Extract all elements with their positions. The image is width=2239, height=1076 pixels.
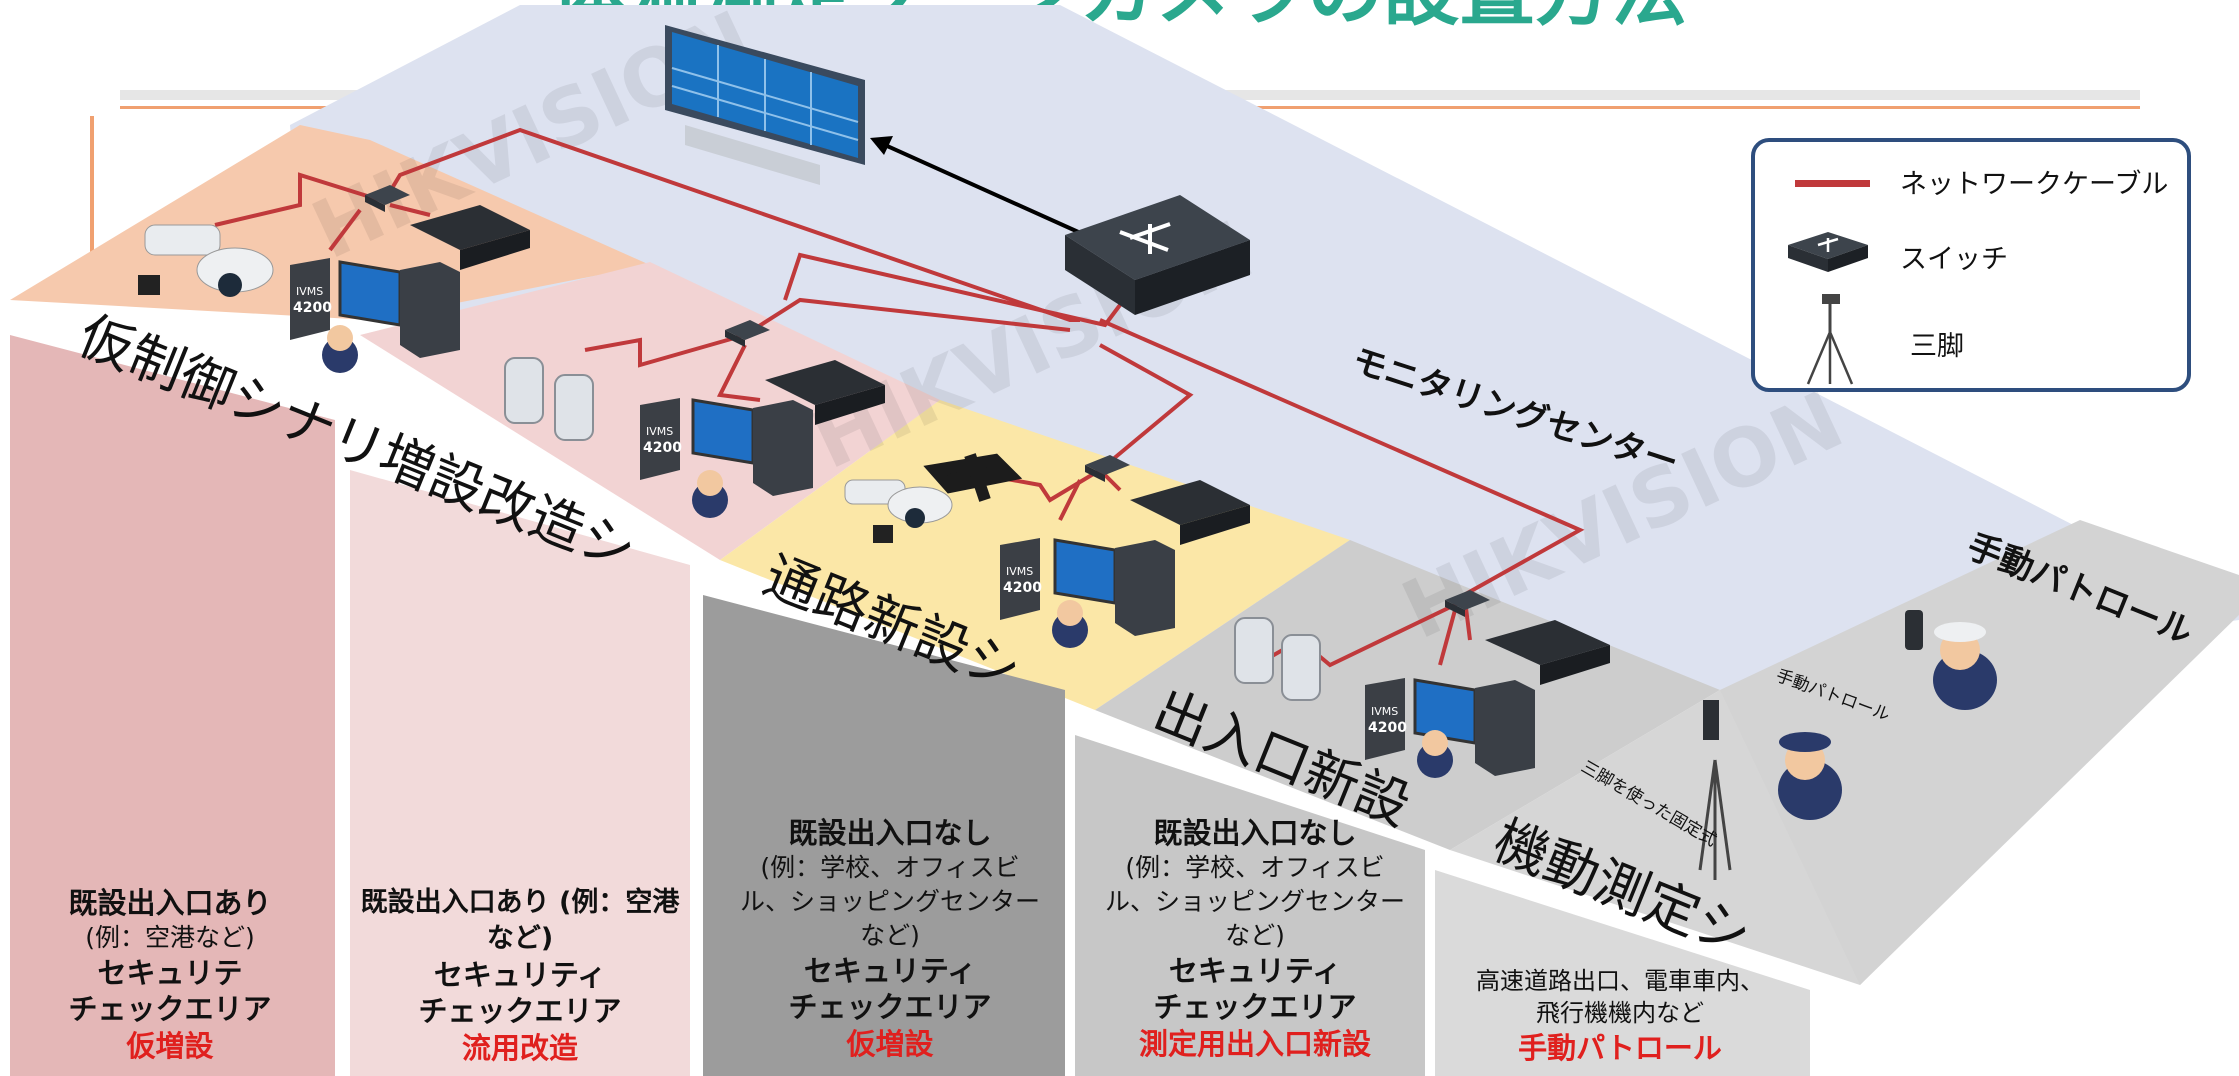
- thermal-camera-icon: [138, 224, 274, 297]
- network-cables: [214, 127, 1585, 668]
- ivms-number: 4200: [293, 300, 332, 316]
- column-2-line-4: チェックエリア: [418, 994, 622, 1028]
- column-1-result: 仮増設: [126, 1029, 214, 1063]
- nvr-icon: [1485, 620, 1610, 685]
- ivms-number: 4200: [1003, 580, 1042, 596]
- column-3-line-2: (例：学校、オフィスビル、ショッピングセンターなど): [740, 853, 1041, 950]
- column-4-result: 測定用出入口新設: [1138, 1027, 1371, 1061]
- main-switch-icon: [1065, 195, 1250, 315]
- legend: ネットワークケーブル スイッチ 三脚: [1751, 138, 2191, 392]
- column-2-result: 流用改造: [461, 1031, 578, 1065]
- switch-icon: [1445, 590, 1490, 617]
- column-1-line-4: チェックエリア: [68, 992, 272, 1026]
- column-front-1: [10, 335, 335, 1076]
- column-4-line-1: 既設出入口なし: [1153, 816, 1357, 850]
- column-2-line-3: セキュリティ: [433, 958, 607, 992]
- column-3-line-3: セキュリティ: [803, 954, 977, 988]
- switch-icon: [1788, 232, 1868, 272]
- workstation-icon: IVMS 4200: [1365, 678, 1535, 778]
- zone-floor-patrol: [1720, 520, 2239, 985]
- column-1-line-2: (例：空港など): [85, 923, 255, 952]
- uplink-arrow: [870, 136, 1086, 237]
- switch-icon: [365, 185, 410, 212]
- column-5-line-2: 飛行機機内など: [1536, 999, 1704, 1027]
- patrol-officer-icon: [1905, 610, 1997, 710]
- workstation-icon: IVMS 4200: [290, 258, 460, 373]
- zone-floor-temporary: [10, 125, 650, 320]
- workstation-icon: IVMS 4200: [1000, 538, 1175, 648]
- ivms-label: IVMS: [646, 425, 673, 438]
- column-front-3: [703, 595, 1065, 1076]
- nvr-icon: [765, 360, 885, 425]
- ivms-label: IVMS: [296, 285, 323, 298]
- workstation-icon: IVMS 4200: [640, 398, 813, 518]
- turnstile-icon: [1234, 617, 1321, 701]
- column-5-line-1: 高速道路出口、電車車内、: [1476, 967, 1764, 995]
- column-label-4: 既設出入口なし (例：学校、オフィスビル、ショッピングセンターなど) セキュリテ…: [1105, 815, 1405, 1063]
- thermal-camera-icon: [844, 479, 953, 543]
- nvr-icon: [1130, 480, 1250, 545]
- legend-label-cable: ネットワークケーブル: [1900, 169, 2169, 200]
- column-3-result: 仮増設: [846, 1027, 934, 1061]
- column-3-line-4: チェックエリア: [788, 990, 992, 1024]
- column-front-2: [350, 470, 690, 1076]
- column-label-1: 既設出入口あり (例：空港など) セキュリテ チェックエリア 仮増設: [20, 885, 320, 1065]
- legend-label-switch: スイッチ: [1900, 244, 2008, 275]
- tripod-icon: [1806, 294, 1854, 385]
- ivms-label: IVMS: [1006, 565, 1033, 578]
- ivms-number: 4200: [1368, 720, 1407, 736]
- column-label-2: 既設出入口あり (例：空港など) セキュリティ チェックエリア 流用改造: [360, 885, 680, 1067]
- column-4-line-3: セキュリティ: [1168, 954, 1342, 988]
- patrol-officer-icon: [1778, 732, 1842, 820]
- switch-icon: [1085, 455, 1130, 482]
- column-front-4: [1075, 735, 1425, 1076]
- turnstile-icon: [504, 357, 594, 441]
- nvr-icon: [410, 205, 530, 270]
- switch-icon: [725, 320, 770, 347]
- ivms-number: 4200: [643, 440, 682, 456]
- ivms-label: IVMS: [1371, 705, 1398, 718]
- network-cable-icon: [1795, 180, 1870, 187]
- column-label-5: 高速道路出口、電車車内、 飛行機機内など 手動パトロール: [1440, 965, 1800, 1067]
- column-3-line-1: 既設出入口なし: [788, 816, 992, 850]
- column-4-line-4: チェックエリア: [1153, 990, 1357, 1024]
- column-2-line-1: 既設出入口あり (例：空港など): [360, 887, 680, 954]
- column-1-line-1: 既設出入口あり: [68, 886, 272, 920]
- column-label-3: 既設出入口なし (例：学校、オフィスビル、ショッピングセンターなど) セキュリテ…: [740, 815, 1040, 1063]
- tripod-camera-icon: [1698, 700, 1732, 880]
- column-front-5: [1435, 870, 1810, 1076]
- column-1-line-3: セキュリテ: [97, 956, 243, 990]
- column-4-line-2: (例：学校、オフィスビル、ショッピングセンターなど): [1105, 853, 1406, 950]
- barrier-icon: [923, 453, 1023, 502]
- zone-monitoring-center-floor: [290, 5, 2239, 700]
- column-5-result: 手動パトロール: [1518, 1031, 1722, 1065]
- legend-label-tripod: 三脚: [1910, 331, 1964, 362]
- video-wall-icon: [665, 25, 865, 185]
